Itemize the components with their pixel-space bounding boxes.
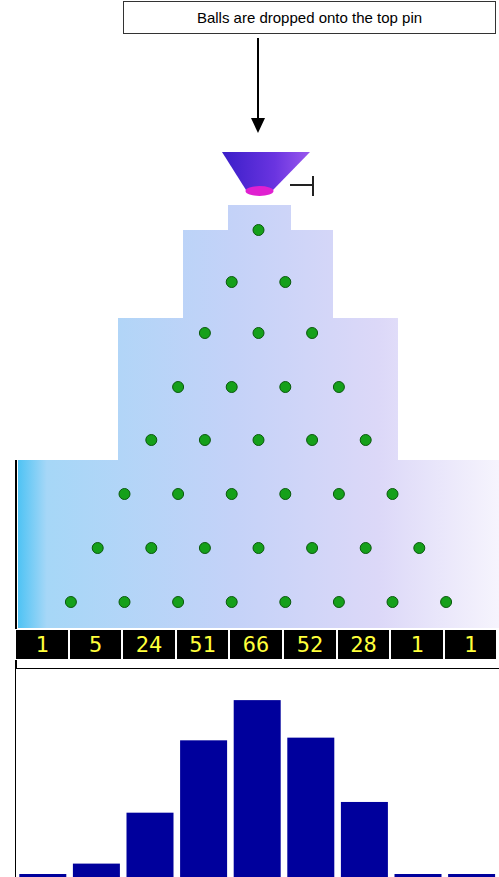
- drop-arrow-head: [251, 118, 265, 133]
- bin-count: 1: [35, 632, 48, 657]
- bin-count-cell: 66: [230, 630, 282, 659]
- funnel-handle-bar: [312, 176, 314, 196]
- bin-count-cell: 5: [70, 630, 121, 659]
- pin: [333, 597, 344, 608]
- pin: [119, 597, 130, 608]
- funnel-outlet: [246, 186, 274, 196]
- pin: [92, 543, 103, 554]
- bar-group: [19, 700, 495, 877]
- bin-count: 5: [89, 632, 102, 657]
- pin-group: [65, 225, 451, 608]
- bin-count-cell: 1: [391, 630, 443, 659]
- pin: [173, 489, 184, 500]
- pin: [146, 543, 157, 554]
- bin-count-cell: 24: [123, 630, 175, 659]
- pin: [360, 543, 371, 554]
- histogram-bar: [395, 874, 442, 877]
- pin: [253, 543, 264, 554]
- pin: [307, 435, 318, 446]
- bin-count: 28: [350, 632, 377, 657]
- bin-count: 24: [136, 632, 163, 657]
- histogram-bar: [234, 700, 281, 877]
- bin-count-cell: 1: [445, 630, 496, 659]
- histogram-bar: [73, 864, 120, 877]
- bin-count-cell: 51: [177, 630, 228, 659]
- bin-count: 52: [297, 632, 324, 657]
- pin: [333, 382, 344, 393]
- pin: [199, 328, 210, 339]
- histogram-panel: [16, 669, 499, 877]
- bin-count: 51: [189, 632, 216, 657]
- histogram-bar: [448, 874, 495, 877]
- bin-count-cell: 1: [16, 630, 68, 659]
- bin-strip: [15, 629, 499, 660]
- histogram-bar: [127, 813, 174, 877]
- bin-count: 66: [243, 632, 270, 657]
- caption-box: Balls are dropped onto the top pin: [123, 1, 496, 34]
- pin: [414, 543, 425, 554]
- bin-count: 1: [410, 632, 423, 657]
- pin: [280, 597, 291, 608]
- pin: [360, 435, 371, 446]
- pin: [280, 382, 291, 393]
- pin: [146, 435, 157, 446]
- pin: [333, 489, 344, 500]
- pin: [226, 489, 237, 500]
- pin: [307, 543, 318, 554]
- pin: [441, 597, 452, 608]
- pin: [307, 328, 318, 339]
- pin: [173, 382, 184, 393]
- pin: [199, 435, 210, 446]
- drop-arrow-shaft: [257, 38, 259, 120]
- pin: [280, 277, 291, 288]
- histogram-bar: [19, 874, 66, 877]
- pin: [387, 597, 398, 608]
- bin-count: 1: [464, 632, 477, 657]
- pin: [199, 543, 210, 554]
- pin: [65, 597, 76, 608]
- caption-text: Balls are dropped onto the top pin: [197, 9, 422, 26]
- bin-count-cell: 28: [338, 630, 389, 659]
- funnel-handle: [290, 184, 313, 186]
- bin-count-cell: 52: [284, 630, 336, 659]
- pin: [387, 489, 398, 500]
- pin: [253, 328, 264, 339]
- pin: [253, 435, 264, 446]
- histogram-bar: [341, 802, 388, 877]
- pin: [226, 382, 237, 393]
- pin: [173, 597, 184, 608]
- board-background: [18, 205, 499, 628]
- histogram-bar: [287, 738, 334, 877]
- pin: [226, 597, 237, 608]
- pin: [226, 277, 237, 288]
- pin: [280, 489, 291, 500]
- pin: [119, 489, 130, 500]
- pin: [253, 225, 264, 236]
- histogram-bar: [180, 740, 227, 877]
